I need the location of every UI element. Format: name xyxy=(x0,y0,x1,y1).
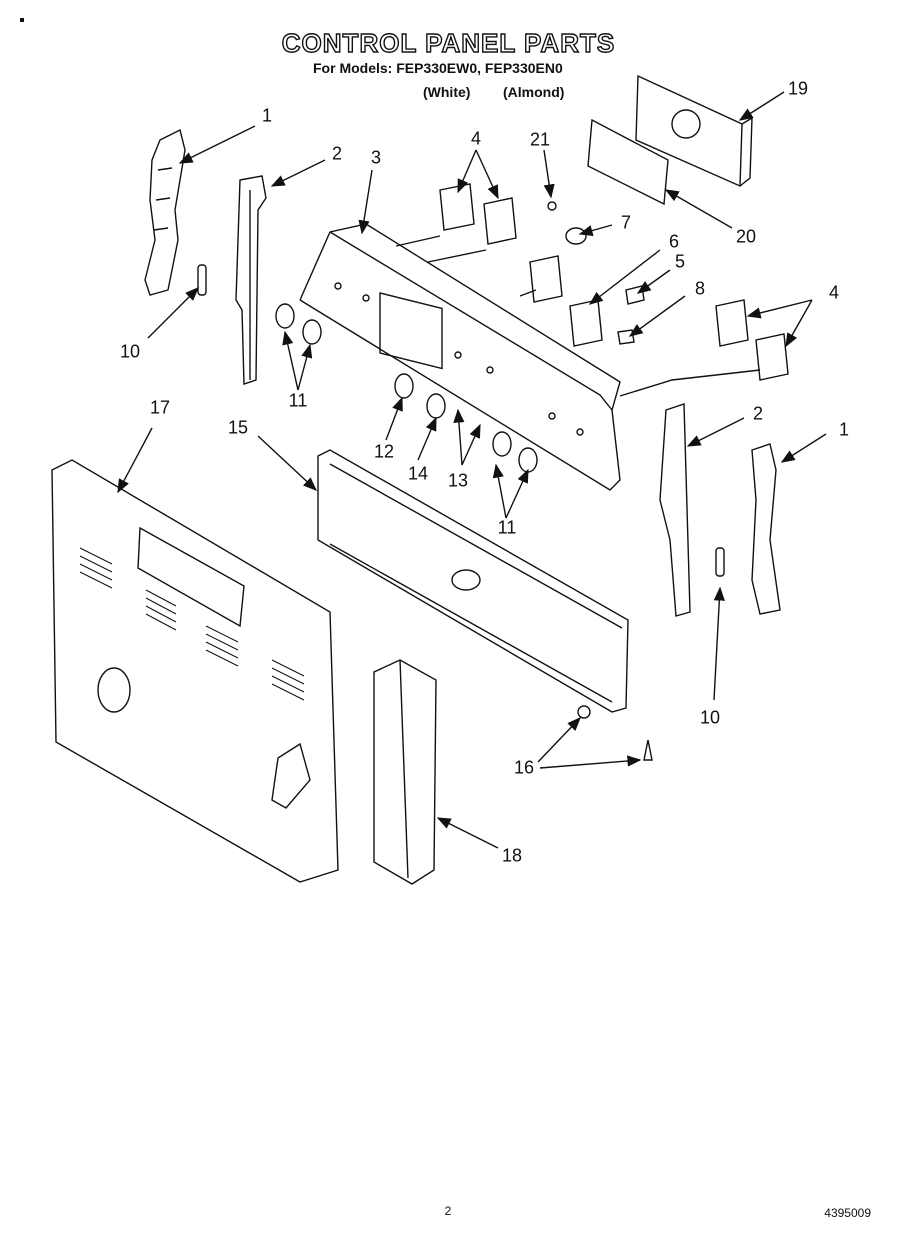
callout-1: 1 xyxy=(261,105,273,126)
callout-2: 2 xyxy=(331,143,343,164)
callout-4-right: 4 xyxy=(828,282,840,303)
document-number: 4395009 xyxy=(824,1206,871,1220)
wire-channel xyxy=(373,659,437,885)
callout-6: 6 xyxy=(668,231,680,252)
callout-10-left: 10 xyxy=(119,341,141,362)
callout-3: 3 xyxy=(370,147,382,168)
callout-16: 16 xyxy=(513,757,535,778)
callout-12: 12 xyxy=(373,441,395,462)
callout-14: 14 xyxy=(407,463,429,484)
callout-5: 5 xyxy=(674,251,686,272)
side-bracket-left xyxy=(235,175,267,385)
callout-15: 15 xyxy=(227,417,249,438)
clock-housing xyxy=(635,74,743,188)
control-panel xyxy=(299,223,621,491)
heat-shield xyxy=(317,449,629,713)
callout-7: 7 xyxy=(620,212,632,233)
callout-10-right: 10 xyxy=(699,707,721,728)
variant-almond: (Almond) xyxy=(503,84,565,100)
callout-20: 20 xyxy=(735,226,757,247)
variant-white: (White) xyxy=(423,84,471,100)
callout-18: 18 xyxy=(501,845,523,866)
end-cap-right xyxy=(751,443,781,615)
callout-8: 8 xyxy=(694,278,706,299)
page-number: 2 xyxy=(444,1204,452,1218)
callout-4: 4 xyxy=(470,128,482,149)
corner-mark xyxy=(20,18,24,22)
models-subtitle: For Models: FEP330EW0, FEP330EN0 xyxy=(313,60,563,76)
page-title: CONTROL PANEL PARTS xyxy=(281,27,616,58)
callout-11-left: 11 xyxy=(288,390,308,411)
knobs xyxy=(275,303,538,473)
callout-19: 19 xyxy=(787,78,809,99)
clock-overlay xyxy=(587,118,669,206)
side-bracket-right xyxy=(659,403,691,617)
callout-17: 17 xyxy=(149,397,171,418)
callout-13: 13 xyxy=(447,470,469,491)
leader-lines xyxy=(117,91,827,849)
switches xyxy=(439,183,789,381)
callout-2-right: 2 xyxy=(752,403,764,424)
rear-panel xyxy=(51,459,339,883)
end-cap-left xyxy=(144,128,186,296)
callout-11-right: 11 xyxy=(497,517,517,538)
callout-21: 21 xyxy=(529,129,551,150)
callout-1-right: 1 xyxy=(838,419,850,440)
